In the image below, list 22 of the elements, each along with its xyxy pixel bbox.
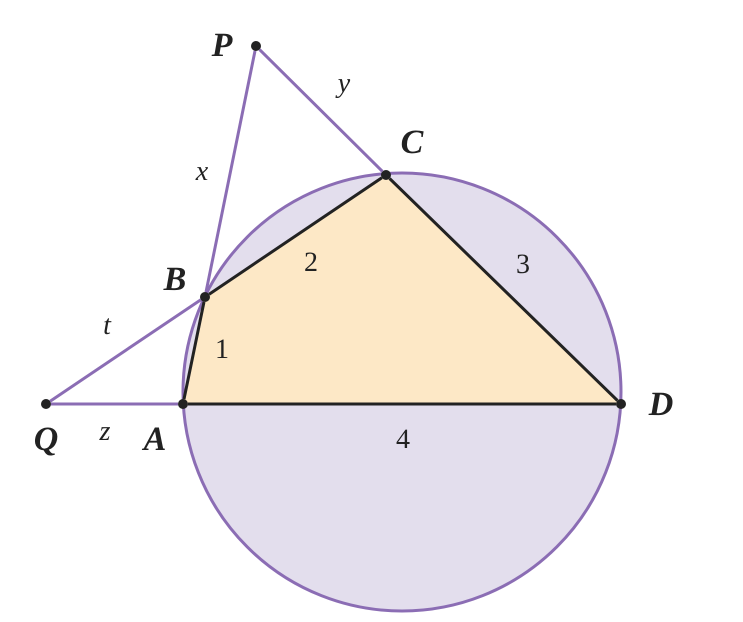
line-segment bbox=[49, 298, 202, 402]
segment-label: 1 bbox=[215, 336, 229, 364]
segment-label: 2 bbox=[304, 249, 318, 277]
line-segment bbox=[204, 50, 256, 292]
line-segment bbox=[258, 48, 384, 173]
line-segment bbox=[51, 402, 178, 406]
segment-label: 4 bbox=[396, 426, 410, 454]
point-label: P bbox=[212, 29, 232, 63]
line-segment bbox=[388, 177, 618, 402]
point-label: Q bbox=[34, 423, 58, 457]
point-label: A bbox=[144, 423, 166, 457]
point-label: C bbox=[400, 126, 424, 160]
segment-label: t bbox=[103, 312, 111, 340]
point-label: D bbox=[648, 388, 674, 422]
segment-label: z bbox=[100, 418, 110, 446]
line-segment bbox=[208, 176, 383, 296]
segment-label: 3 bbox=[516, 251, 530, 279]
line-segment bbox=[188, 402, 616, 406]
point-label: B bbox=[164, 263, 186, 297]
line-segment bbox=[182, 302, 206, 400]
segment-label: y bbox=[338, 70, 350, 98]
segment-label: x bbox=[196, 158, 208, 186]
